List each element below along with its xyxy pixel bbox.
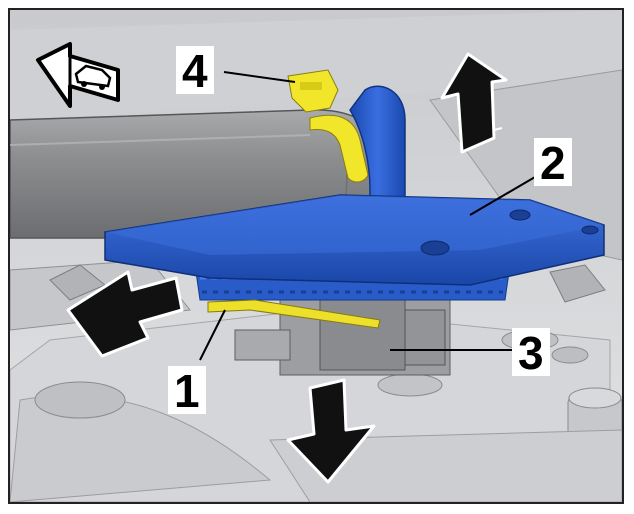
yellow-retaining-clip: [207, 299, 381, 329]
leader-1: [199, 309, 226, 361]
callout-label-4: 4: [176, 46, 214, 94]
yellow-hose-clip: [287, 69, 369, 183]
arrow-left-icon: [66, 270, 184, 358]
arrow-up-icon: [440, 52, 508, 154]
leader-4: [223, 71, 296, 83]
arrow-down-icon: [286, 378, 376, 484]
vehicle-direction-icon: [36, 42, 120, 108]
component-illustration: [10, 10, 622, 502]
callout-label-3: 3: [512, 328, 550, 376]
callout-label-2: 2: [534, 138, 572, 186]
diagram-frame: 4 2 3 1: [8, 8, 624, 504]
callout-label-1: 1: [168, 366, 206, 414]
